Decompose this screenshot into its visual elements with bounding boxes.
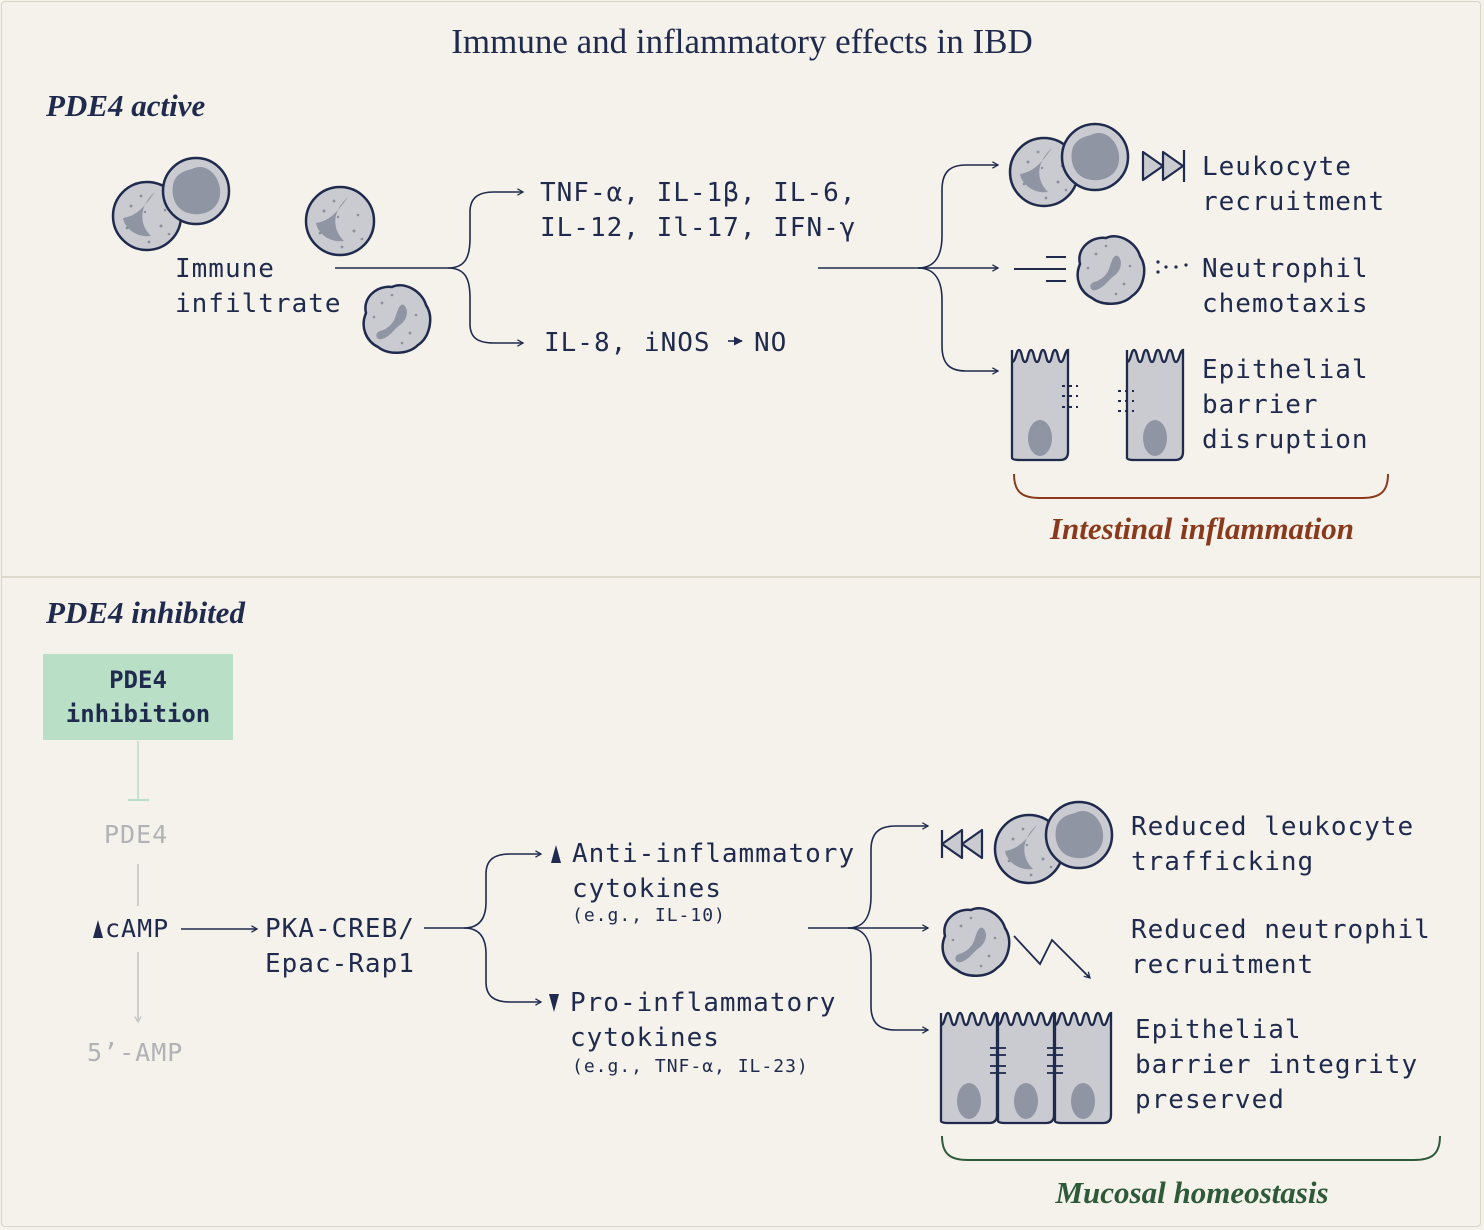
cytokine-modulation-arrows	[424, 850, 543, 1006]
neutrophil-cell-icon	[1076, 234, 1146, 306]
anti-up-marker	[551, 845, 561, 863]
lymphocyte-cell-icon	[1060, 122, 1130, 192]
immune-infiltrate-label: Immune infiltrate	[175, 254, 342, 319]
reduced-leukocyte-icon	[940, 800, 1114, 885]
pro-down-marker	[549, 994, 559, 1012]
pro-inflammatory-cytokines-label: Pro-inflammatory cytokines	[570, 988, 837, 1053]
outcome-mucosal-homeostasis: Mucosal homeostasis	[1055, 1175, 1329, 1210]
cytokine-branch-arrows	[335, 188, 743, 347]
camp-label: cAMP	[105, 914, 170, 943]
epithelial-cell-icon	[1125, 348, 1185, 462]
epithelial-cell-icon	[1010, 348, 1070, 462]
epithelial-cell-icon	[1053, 1011, 1113, 1125]
inflammation-bracket	[1013, 473, 1389, 499]
anti-inflammatory-example: (e.g., IL-10)	[572, 905, 726, 926]
zigzag-down-arrow-icon	[1013, 935, 1091, 979]
epithelial-cell-icon	[939, 1011, 999, 1125]
pde4-inhibition-box: PDE4 inhibition	[43, 654, 233, 740]
pde4-pathway-connectors	[128, 741, 149, 1024]
pka-creb-epac-rap1-label: PKA-CREB/ Epac-Rap1	[265, 914, 415, 979]
pde4-inhibition-label: PDE4 inhibition	[65, 666, 211, 728]
fast-forward-icon	[1141, 150, 1186, 182]
neutrophil-chemotaxis-icon	[1014, 234, 1188, 306]
broken-junction-marks	[1062, 385, 1134, 412]
effect-reduced-leukocyte-trafficking: Reduced leukocyte trafficking	[1131, 812, 1415, 877]
effect-epithelial-barrier-disruption: Epithelial barrier disruption	[1202, 355, 1369, 455]
protective-effect-arrows	[808, 822, 930, 1034]
lymphocyte-cell-icon	[161, 156, 231, 226]
leukocyte-recruitment-icon	[1008, 122, 1186, 208]
section-heading-active: PDE4 active	[46, 88, 206, 123]
camp-up-marker	[93, 920, 103, 938]
neutrophil-cell-icon	[941, 906, 1011, 978]
effect-reduced-neutrophil-recruitment: Reduced neutrophil recruitment	[1131, 915, 1431, 980]
anti-inflammatory-cytokines-label: Anti-inflammatory cytokines	[572, 839, 856, 904]
outcome-intestinal-inflammation: Intestinal inflammation	[1049, 511, 1355, 546]
chemoattractant-dots	[1156, 260, 1188, 274]
rewind-icon	[940, 828, 984, 860]
section-divider	[2, 576, 1480, 578]
effect-epithelial-barrier-preserved: Epithelial barrier integrity preserved	[1135, 1015, 1419, 1115]
tight-junction-marks	[990, 1047, 1063, 1074]
section-heading-inhibited: PDE4 inhibited	[46, 595, 245, 630]
neutrophil-cell-icon	[362, 283, 432, 355]
epithelial-cell-icon	[996, 1011, 1056, 1125]
effect-branch-arrows	[818, 161, 1000, 375]
reduced-neutrophil-icon	[941, 906, 1091, 979]
pde4-enzyme-label: PDE4	[104, 820, 169, 849]
five-amp-label: 5’-AMP	[87, 1038, 184, 1067]
effect-neutrophil-chemotaxis: Neutrophil chemotaxis	[1202, 254, 1369, 319]
lymphocyte-cell-icon	[1044, 800, 1114, 870]
disrupted-epithelium-icon	[1010, 348, 1185, 462]
nitric-oxide-label: NO	[754, 328, 788, 358]
diagram-title: Immune and inflammatory effects in IBD	[451, 22, 1033, 61]
granulocyte-cell-icon	[304, 185, 376, 257]
pro-inflammatory-cytokines-label: TNF-α, IL-1β, IL-6, IL-12, Il-17, IFN-γ	[540, 178, 857, 243]
pro-inflammatory-example: (e.g., TNF-α, IL-23)	[572, 1056, 809, 1077]
homeostasis-bracket	[941, 1135, 1441, 1161]
chemokine-inos-label: IL-8, iNOS	[544, 328, 711, 358]
effect-leukocyte-recruitment: Leukocyte recruitment	[1202, 152, 1386, 217]
intact-epithelium-icon	[939, 1011, 1113, 1125]
motion-lines-icon	[1014, 256, 1066, 282]
